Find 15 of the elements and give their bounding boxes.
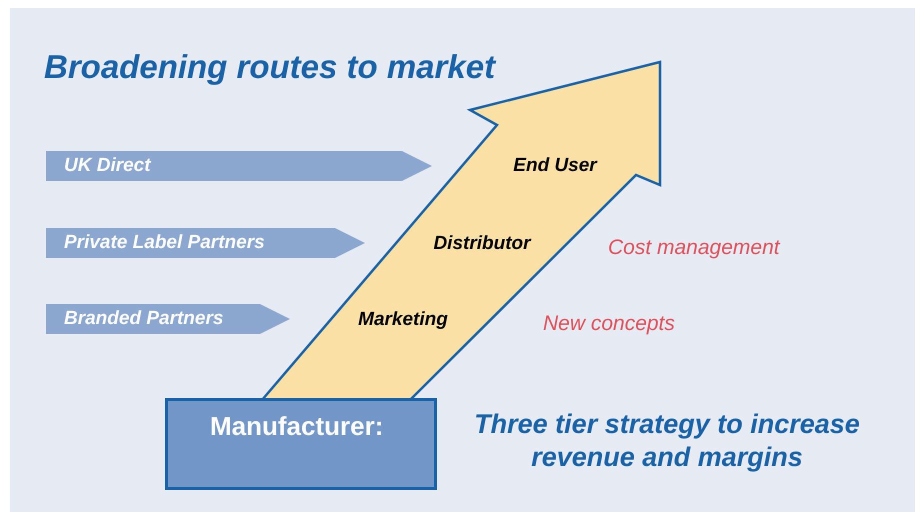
tier-label: End User — [513, 154, 597, 178]
arrow-banner — [46, 151, 432, 181]
strategy-caption: Three tier strategy to increase revenue and margins — [473, 408, 861, 474]
banner-label: Branded Partners — [64, 306, 224, 331]
arrow-banner — [46, 304, 290, 334]
side-note: New concepts — [543, 311, 675, 337]
side-note: Cost management — [608, 235, 780, 261]
title: Broadening routes to market — [44, 47, 496, 87]
banner-label: UK Direct — [64, 154, 151, 178]
tier-label: Marketing — [358, 308, 448, 332]
arrow-banner — [46, 228, 365, 258]
box-label: Manufacturer: — [210, 410, 384, 443]
banner-label: Private Label Partners — [64, 230, 265, 255]
tier-label: Distributor — [433, 232, 531, 256]
manufacturer-box — [165, 398, 437, 490]
